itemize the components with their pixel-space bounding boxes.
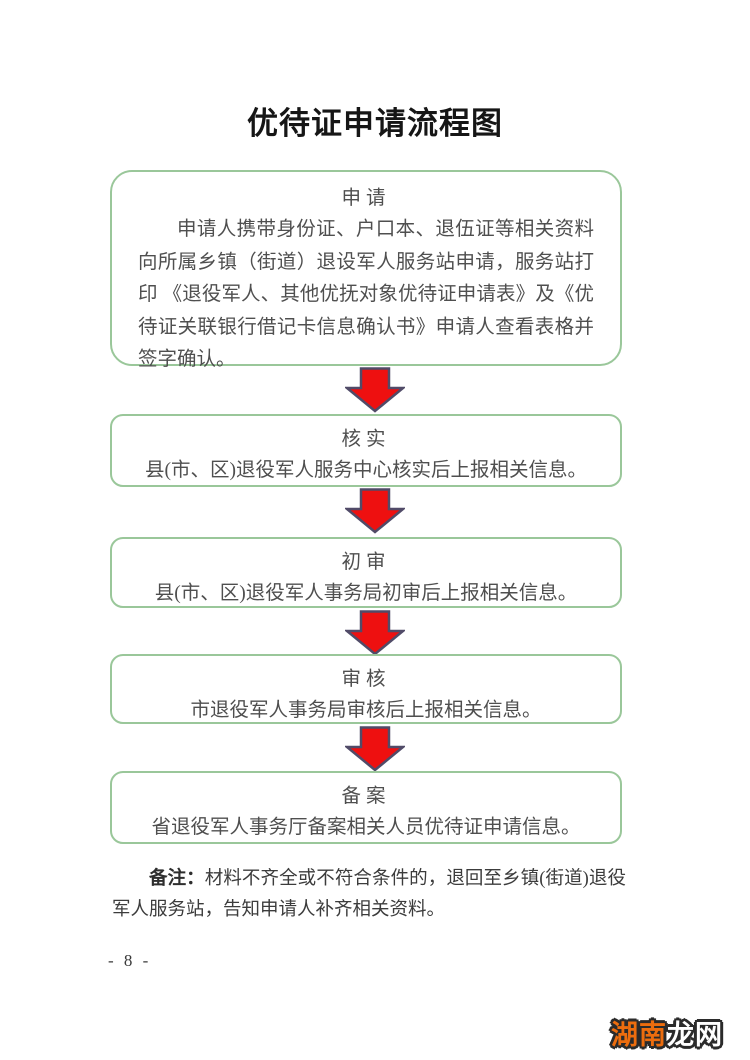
flow-step-body: 申请人携带身份证、户口本、退伍证等相关资料向所属乡镇（街道）退设军人服务站申请，…: [138, 219, 594, 370]
page-title: 优待证申请流程图: [247, 106, 503, 141]
down-arrow-icon: [343, 367, 407, 413]
flow-step-apply: 申请 申请人携带身份证、户口本、退伍证等相关资料向所属乡镇（街道）退设军人服务站…: [110, 170, 622, 370]
flow-step-audit: 审核 市退役军人事务局审核后上报相关信息。: [110, 654, 622, 724]
flow-step-initial-review: 初审 县(市、区)退役军人事务局初审后上报相关信息。: [110, 537, 622, 608]
down-arrow-icon: [343, 488, 407, 534]
flow-step-header: 备案: [341, 786, 391, 807]
flow-step-verify: 核实 县(市、区)退役军人服务中心核实后上报相关信息。: [110, 414, 622, 487]
watermark-part-1: 湖南: [611, 1020, 667, 1050]
flow-step-body: 县(市、区)退役军人服务中心核实后上报相关信息。: [145, 460, 587, 481]
flow-step-header: 申请: [341, 188, 391, 209]
flow-step-body: 市退役军人事务局审核后上报相关信息。: [190, 700, 542, 721]
flow-step-body: 县(市、区)退役军人事务局初审后上报相关信息。: [154, 583, 578, 604]
down-arrow-icon: [343, 610, 407, 656]
flow-step-header: 核实: [341, 429, 391, 450]
flow-step-record: 备案 省退役军人事务厅备案相关人员优待证申请信息。: [110, 771, 622, 844]
watermark-part-2: 龙网: [667, 1020, 723, 1050]
page-number: - 8 -: [108, 951, 152, 970]
remark-note: 备注：材料不齐全或不符合条件的，退回至乡镇(街道)退役军人服务站，告知申请人补齐…: [112, 864, 626, 926]
flow-step-header: 初审: [341, 552, 391, 573]
watermark-logo: 湖南龙网: [611, 1013, 723, 1052]
down-arrow-icon: [343, 726, 407, 772]
flow-step-body: 省退役军人事务厅备案相关人员优待证申请信息。: [151, 817, 581, 838]
remark-text: 材料不齐全或不符合条件的，退回至乡镇(街道)退役军人服务站，告知申请人补齐相关资…: [112, 869, 626, 920]
remark-label: 备注：: [149, 869, 205, 889]
flow-step-header: 审核: [341, 669, 391, 690]
